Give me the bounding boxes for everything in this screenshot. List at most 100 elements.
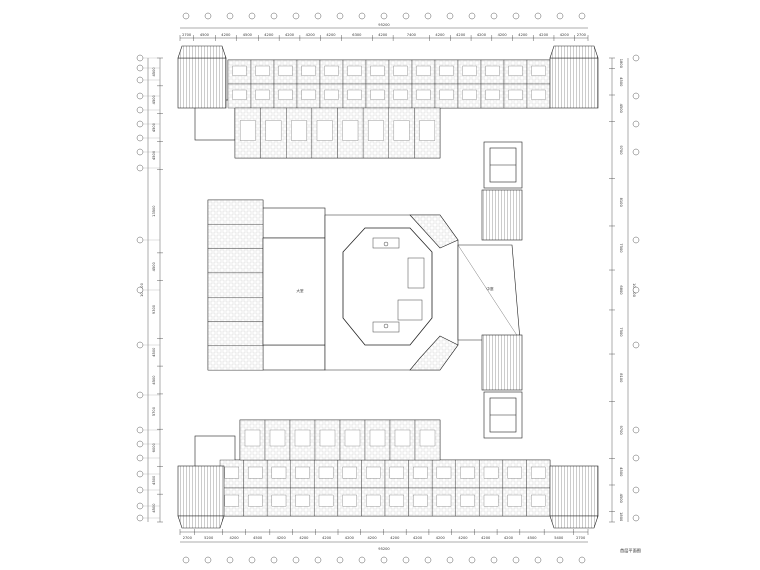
left-label: 4500 <box>152 150 156 160</box>
top-total-dimension: 95200 <box>378 23 390 27</box>
bottom-dimension-label: 4200 <box>436 536 446 540</box>
top-dimension-label: 4200 <box>326 33 336 37</box>
guest-room-bed <box>389 466 405 479</box>
office-room <box>207 272 264 298</box>
axis-bubble <box>424 556 432 564</box>
right-label: 6800 <box>619 285 623 295</box>
guest-room-bed <box>248 494 263 507</box>
axis-bubble <box>424 12 432 20</box>
axis-bubble <box>270 12 278 20</box>
guest-room-bed <box>531 65 546 76</box>
axis-bubble <box>182 556 190 564</box>
guest-room-bed <box>413 494 428 507</box>
upper-gallery-roof <box>481 189 523 241</box>
axis-bubble <box>182 12 190 20</box>
bottom-dimension-label: 4200 <box>368 536 378 540</box>
axis-bubble <box>632 286 640 294</box>
office-room <box>207 297 264 322</box>
axis-bubble <box>292 12 300 20</box>
guest-room-bed <box>318 466 334 479</box>
office-room <box>207 248 264 274</box>
guest-room-bed <box>436 494 452 507</box>
office-room <box>207 321 264 346</box>
bottom-dimension-label: 4200 <box>322 536 332 540</box>
bottom-dimension-label: 4200 <box>277 536 287 540</box>
office-room <box>207 199 264 225</box>
axis-bubble <box>556 556 564 564</box>
axis-bubble <box>136 76 144 84</box>
left-label: 4500 <box>152 94 156 104</box>
atrium-label: 中庭 <box>486 286 494 291</box>
top-dimension-label: 6300 <box>352 33 362 37</box>
guest-room-bed <box>460 494 475 507</box>
top-wing-rooms <box>227 59 551 159</box>
bottom-dimension-label: 2700 <box>183 536 193 540</box>
axis-bubble <box>336 12 344 20</box>
axis-bubble <box>534 556 542 564</box>
suite-room-bed <box>419 120 436 141</box>
bottom-wing-rooms <box>219 419 551 517</box>
axis-bubble <box>512 556 520 564</box>
left-label: 4500 <box>152 375 156 385</box>
left-label: 4500 <box>152 262 156 272</box>
guest-room-bed <box>436 466 452 479</box>
guest-room-bed <box>413 466 428 479</box>
guest-room-bed <box>531 89 546 100</box>
top-dimension-label: 4200 <box>518 33 528 37</box>
axis-bubble <box>632 148 640 156</box>
top-dimension-label: 2700 <box>577 33 587 37</box>
axis-bubble <box>136 236 144 244</box>
right-label: 7500 <box>619 327 623 337</box>
axis-bubble <box>490 556 498 564</box>
top-dimension-ticks <box>179 35 589 41</box>
axis-bubbles <box>136 12 640 564</box>
axis-bubble <box>468 12 476 20</box>
office-room <box>207 345 264 371</box>
left-label: 5700 <box>152 406 156 416</box>
top-dimension-label: 4200 <box>477 33 487 37</box>
axis-bubble <box>632 486 640 494</box>
axis-bubble <box>136 92 144 100</box>
top-dimension-label: 4200 <box>378 33 388 37</box>
left-label: 13500 <box>152 205 156 217</box>
hall-label: 大堂 <box>296 288 304 293</box>
axis-bubble <box>136 391 144 399</box>
axis-bubble <box>314 556 322 564</box>
axis-bubble <box>402 556 410 564</box>
guest-room-bed <box>248 466 263 479</box>
axis-bubble <box>632 236 640 244</box>
bottom-dimension-ticks <box>179 529 589 535</box>
suite-room-bed <box>239 120 256 141</box>
guest-room-bed <box>485 65 500 76</box>
right-label: 4500 <box>619 494 623 504</box>
suite-room-bed <box>419 429 436 447</box>
right-label: 8100 <box>619 198 623 208</box>
guest-room-bed <box>416 89 431 100</box>
axis-bubble <box>556 12 564 20</box>
guest-room-bed <box>507 466 522 479</box>
guest-room-bed <box>416 65 431 76</box>
guest-room-bed <box>507 494 522 507</box>
guest-room-bed <box>370 65 385 76</box>
axis-bubble <box>512 12 520 20</box>
axis-bubble <box>632 514 640 522</box>
suite-room-bed <box>394 429 411 447</box>
bottom-dimension-label: 4200 <box>230 536 240 540</box>
axis-bubble <box>270 556 278 564</box>
top-left-pavilion-roof <box>177 45 227 109</box>
top-dimension-label: 4200 <box>435 33 445 37</box>
axis-bubble <box>632 426 640 434</box>
top-dimension-label: 4500 <box>200 33 210 37</box>
bottom-dimension-label: 4200 <box>390 536 400 540</box>
guest-room-bed <box>255 89 270 100</box>
bottom-dimension-label: 5400 <box>554 536 564 540</box>
guest-room-bed <box>347 89 362 100</box>
axis-bubble <box>578 12 586 20</box>
left-dimension-ticks <box>157 57 163 523</box>
axis-bubble <box>136 454 144 462</box>
left-label: 4500 <box>152 475 156 485</box>
sheet-title: 首层平面图 <box>620 547 641 554</box>
left-label: 6000 <box>152 442 156 452</box>
guest-room-bed <box>224 494 240 507</box>
